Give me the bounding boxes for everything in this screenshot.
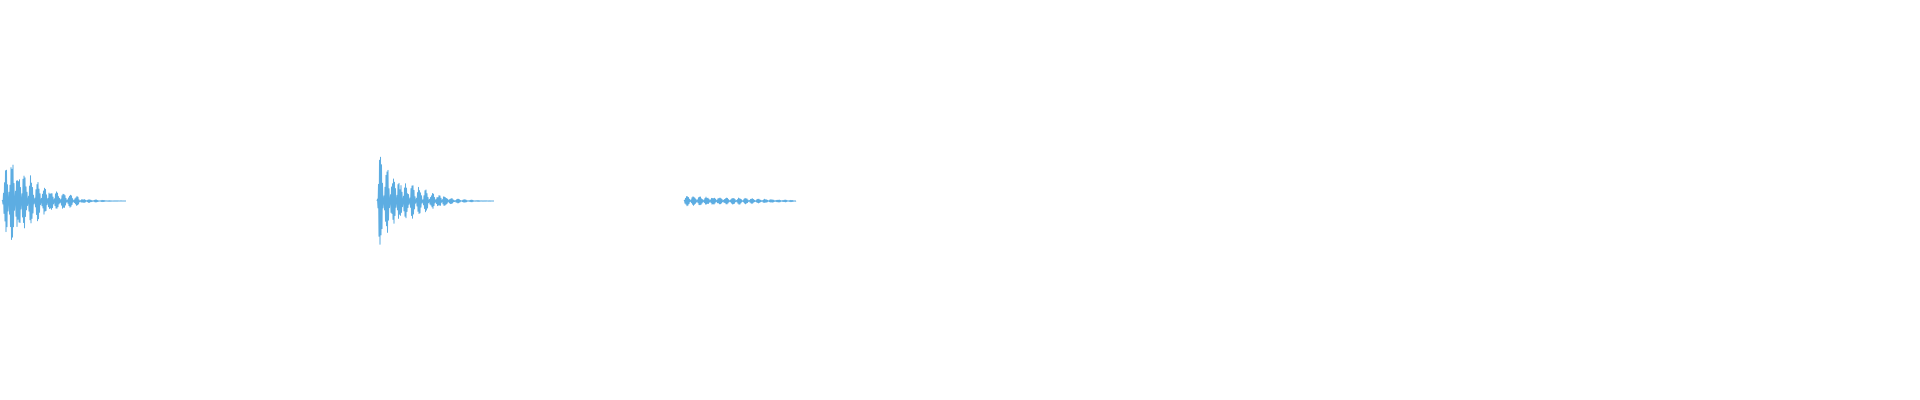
waveform-burst-1 (1, 164, 126, 240)
waveform-bursts (1, 156, 797, 245)
